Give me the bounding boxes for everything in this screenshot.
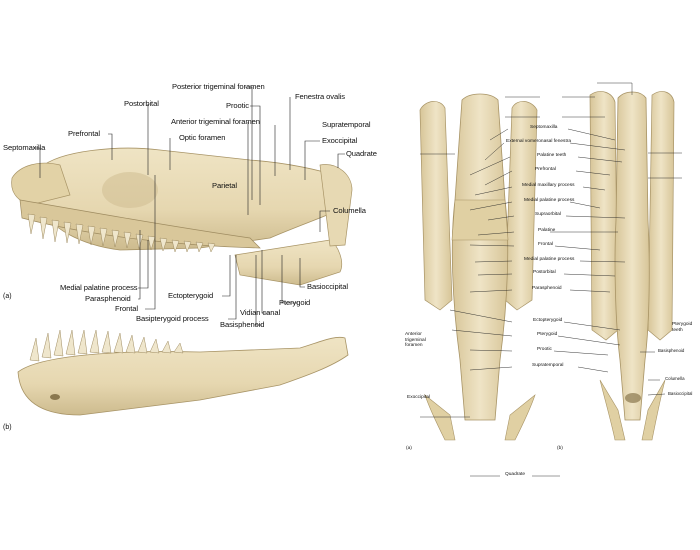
label-r-quadrate: Quadrate [505, 472, 526, 477]
label-columella: Columella [333, 206, 366, 215]
panel-tag-left-b: (b) [3, 424, 12, 431]
label-r-medial-maxillary-process: Medial maxillary process [522, 183, 575, 188]
label-postorbital: Postorbital [124, 99, 159, 108]
label-r-supraorbital: Supraorbital [535, 212, 561, 217]
lateral-upper-teeth [27, 213, 216, 253]
mandible-teeth [29, 329, 184, 362]
panel-tag-right-a: (a) [406, 446, 412, 451]
dorsal-quadrate-left-shape [424, 394, 456, 441]
label-r-septomaxilla: Septomaxilla [530, 125, 558, 130]
label-r-prootic: Prootic [537, 347, 552, 352]
panel-tag-left-a: (a) [3, 293, 12, 300]
label-prootic: Prootic [226, 101, 249, 110]
label-r-frontal: Frontal [538, 242, 553, 247]
ventral-quadrate-left-shape [599, 379, 626, 441]
label-r-medial-palatine-process-1: Medial palatine process [524, 198, 575, 203]
label-posterior-trigeminal-foramen: Posterior trigeminal foramen [172, 82, 265, 91]
label-frontal: Frontal [115, 304, 138, 313]
label-supratemporal: Supratemporal [322, 120, 371, 129]
label-r-prefrontal: Prefrontal [535, 167, 556, 172]
lateral-snout-shape [11, 162, 71, 206]
label-r-parasphenoid: Parasphenoid [532, 286, 562, 291]
ventral-right-bar-shape [647, 91, 675, 341]
label-ectopterygoid: Ectopterygoid [168, 291, 214, 300]
label-fenestra-ovalis: Fenestra ovalis [295, 92, 345, 101]
dorsal-quadrate-right-shape [504, 394, 536, 441]
label-parasphenoid: Parasphenoid [85, 294, 131, 303]
left-leader-lines [33, 86, 345, 326]
label-quadrate: Quadrate [346, 149, 377, 158]
lateral-orbit-shape [102, 172, 158, 208]
dorsal-left-bar-shape [419, 101, 453, 311]
ventral-columella-shape [625, 393, 641, 403]
label-r-external-vomeronasal-fenestra: External vomeronasal fenestra [506, 139, 572, 144]
label-r-pterygoid: Pterygoid [537, 332, 558, 337]
right-leader-lines [420, 82, 682, 477]
mandible-shape [17, 336, 349, 416]
ventral-left-bar-shape [589, 91, 619, 341]
dorsal-cranium-shape [451, 93, 509, 421]
label-optic-foramen: Optic foramen [179, 133, 226, 142]
panel-tag-right-b: (b) [557, 446, 563, 451]
label-pterygoid: Pterygoid [279, 298, 311, 307]
label-r-medial-palatine-process-2: Medial palatine process [524, 257, 575, 262]
ventral-skull [589, 91, 675, 441]
dorsal-right-bar-shape [504, 101, 538, 311]
label-r-ectopterygoid: Ectopterygoid [533, 318, 563, 323]
mandible-foramen-shape [50, 394, 60, 400]
label-r-anterior-trigeminal-foramen: Anterior trigeminal foramen [405, 332, 426, 349]
label-exoccipital: Exoccipital [322, 136, 358, 145]
label-r-exoccipital: Exoccipital [407, 395, 430, 400]
label-r-supratemporal: Supratemporal [532, 363, 564, 368]
dorsal-frontal-shape [451, 199, 509, 241]
label-parietal: Parietal [212, 181, 237, 190]
ventral-quadrate-right-shape [641, 379, 666, 441]
label-basioccipital: Basioccipital [307, 282, 348, 291]
label-prefrontal: Prefrontal [68, 129, 100, 138]
label-basisphenoid: Basisphenoid [220, 320, 265, 329]
label-r-basisphenoid: Basisphenoid [658, 348, 685, 353]
lateral-mandible [17, 329, 349, 416]
lateral-skull [11, 147, 353, 286]
label-anterior-trigeminal-foramen: Anterior trigeminal foramen [171, 117, 260, 126]
lateral-supratemporal-shape [319, 164, 353, 247]
label-basipterygoid-process: Basipterygoid process [136, 314, 209, 323]
ventral-cranium-shape [614, 91, 650, 421]
label-r-palatine-teeth: Palatine teeth [537, 153, 567, 158]
dorsal-skull [419, 93, 538, 441]
label-r-palatine: Palatine [538, 228, 556, 233]
label-r-pterygoid-teeth: Pterygoid teeth [672, 322, 693, 333]
label-vidian-canal: Vidian canal [240, 308, 281, 317]
label-r-postorbital: Postorbital [533, 270, 556, 275]
label-medial-palatine-process: Medial palatine process [60, 283, 138, 292]
label-r-basioccipital: Basioccipital [668, 391, 693, 396]
label-r-columella: Columella [665, 376, 685, 381]
label-septomaxilla: Septomaxilla [3, 143, 46, 152]
